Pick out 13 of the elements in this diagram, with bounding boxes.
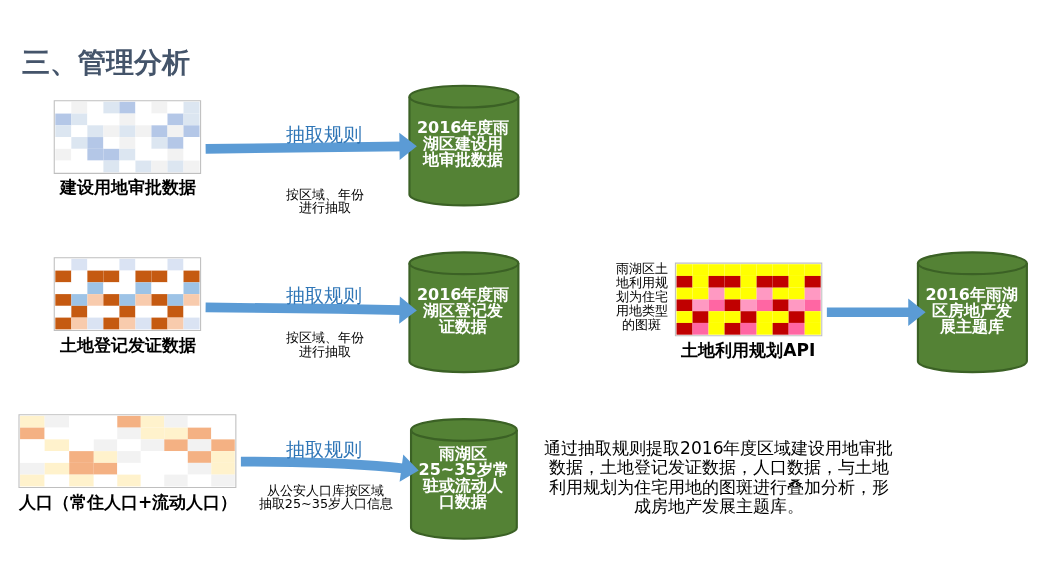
node-label: 土地登记发证数据 (59, 334, 196, 354)
label: 通过抽取规则提取2016年度区域建设用地审批数据，土地登记发证数据，人口数据，与土地利用规划为住宅用地的图斑进行叠加分析，形成房地产发展主题库。 (544, 437, 894, 516)
edge-label: 抽取规则 (286, 437, 363, 461)
label: 按区域、年份进行抽取 (286, 186, 365, 215)
edge-label: 抽取规则 (286, 283, 363, 307)
node-label: 雨湖区土地利用规划为住宅用地类型的图斑 (615, 260, 668, 332)
diagram-title: 三、管理分析 (21, 45, 190, 79)
node-label: 人口（常住人口+流动人口） (19, 491, 238, 512)
node-label: 建设用地审批数据 (59, 176, 196, 197)
label: 从公安人口库按区域抽取25~35岁人口信息 (258, 482, 394, 511)
node-label: 土地利用规划API (681, 339, 816, 360)
edge-label: 抽取规则 (286, 122, 363, 146)
label: 按区域、年份进行抽取 (286, 329, 365, 359)
